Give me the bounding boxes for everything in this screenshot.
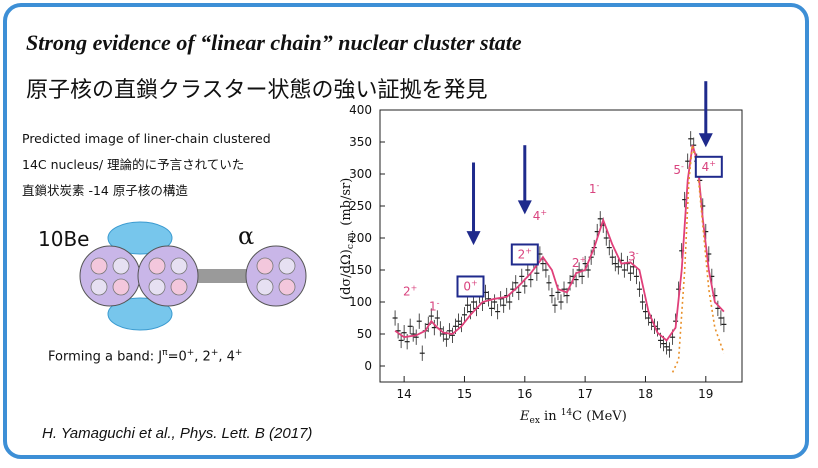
x-tick-label: 14 xyxy=(396,387,411,401)
x-tick-label: 18 xyxy=(638,387,653,401)
y-tick-label: 250 xyxy=(349,199,372,213)
outer-frame xyxy=(3,3,809,459)
y-tick-label: 50 xyxy=(357,327,372,341)
x-tick-label: 19 xyxy=(698,387,713,401)
y-tick-label: 150 xyxy=(349,263,372,277)
state-label: 1- xyxy=(589,181,600,196)
y-tick-label: 100 xyxy=(349,295,372,309)
x-axis-ticks: 14 15 16 17 18 19 xyxy=(396,376,713,401)
japanese-title: 原子核の直鎖クラスター状態の強い証拠を発見 xyxy=(26,78,488,103)
be10-label: 10Be xyxy=(38,227,89,251)
caption-line-3: 直鎖状炭素 -14 原子核の構造 xyxy=(22,183,188,198)
reference: H. Yamaguchi et al., Phys. Lett. B (2017… xyxy=(42,425,313,442)
state-label: 2+ xyxy=(518,246,532,261)
y-tick-label: 350 xyxy=(349,135,372,149)
y-tick-label: 0 xyxy=(364,359,372,373)
alpha-cluster-1 xyxy=(79,245,141,307)
y-tick-label: 300 xyxy=(349,167,372,181)
state-labels: 2+ 1- 0+ 2+ 4+ 2+ 1- 3- 5- 4+ xyxy=(403,155,723,313)
arrow-head xyxy=(698,133,713,148)
boxed-state-frame xyxy=(456,275,485,298)
fit-curve xyxy=(394,144,725,342)
state-label: 1- xyxy=(429,298,440,313)
y-tick-label: 200 xyxy=(349,231,372,245)
boxed-state-frame xyxy=(694,155,723,178)
chart: 0 50 100 150 200 250 300 350 400 14 15 16 17 18 19 2+… xyxy=(339,81,743,426)
english-title: Strong evidence of “linear chain” nuclea… xyxy=(26,30,522,55)
state-label: 3- xyxy=(628,248,639,263)
neutron-cloud-bottom xyxy=(107,297,173,331)
x-tick-label: 16 xyxy=(517,387,532,401)
x-tick-label: 15 xyxy=(457,387,472,401)
plot-frame xyxy=(379,109,743,383)
boxed-state-frame xyxy=(510,243,539,266)
y-axis-ticks: 0 50 100 150 200 250 300 350 400 xyxy=(349,103,385,373)
state-label: 4+ xyxy=(533,208,547,223)
nucleons xyxy=(90,257,296,296)
prediction-caption: Predicted image of liner-chain clustered… xyxy=(22,126,271,204)
cluster-illustration: 10Be α xyxy=(38,221,307,331)
state-label: 2+ xyxy=(572,255,586,270)
y-axis-label: (dσ/dΩ)c.m. (mb/sr) xyxy=(339,178,356,300)
x-tick-label: 17 xyxy=(577,387,592,401)
y-tick-label: 400 xyxy=(349,103,372,117)
state-label: 4+ xyxy=(702,159,716,174)
caption-line-1: Predicted image of liner-chain clustered xyxy=(22,131,271,146)
state-label: 5- xyxy=(673,162,684,177)
alpha-label: α xyxy=(238,222,254,250)
caption-line-2: 14C nucleus/ 理論的に予言されていた xyxy=(22,157,245,172)
arrow-head xyxy=(517,200,532,215)
alpha-cluster-3 xyxy=(245,245,307,307)
neutron-cloud-top xyxy=(107,221,173,255)
state-label: 2+ xyxy=(403,284,417,299)
alpha-cluster-2 xyxy=(137,245,199,307)
band-text: Forming a band: Jπ=0+, 2+, 4+ xyxy=(48,348,243,365)
state-label: 0+ xyxy=(463,278,477,293)
x-axis-label: Eex in 14C (MeV) xyxy=(519,408,627,426)
arrow-head xyxy=(466,231,481,246)
arrows xyxy=(466,81,713,246)
